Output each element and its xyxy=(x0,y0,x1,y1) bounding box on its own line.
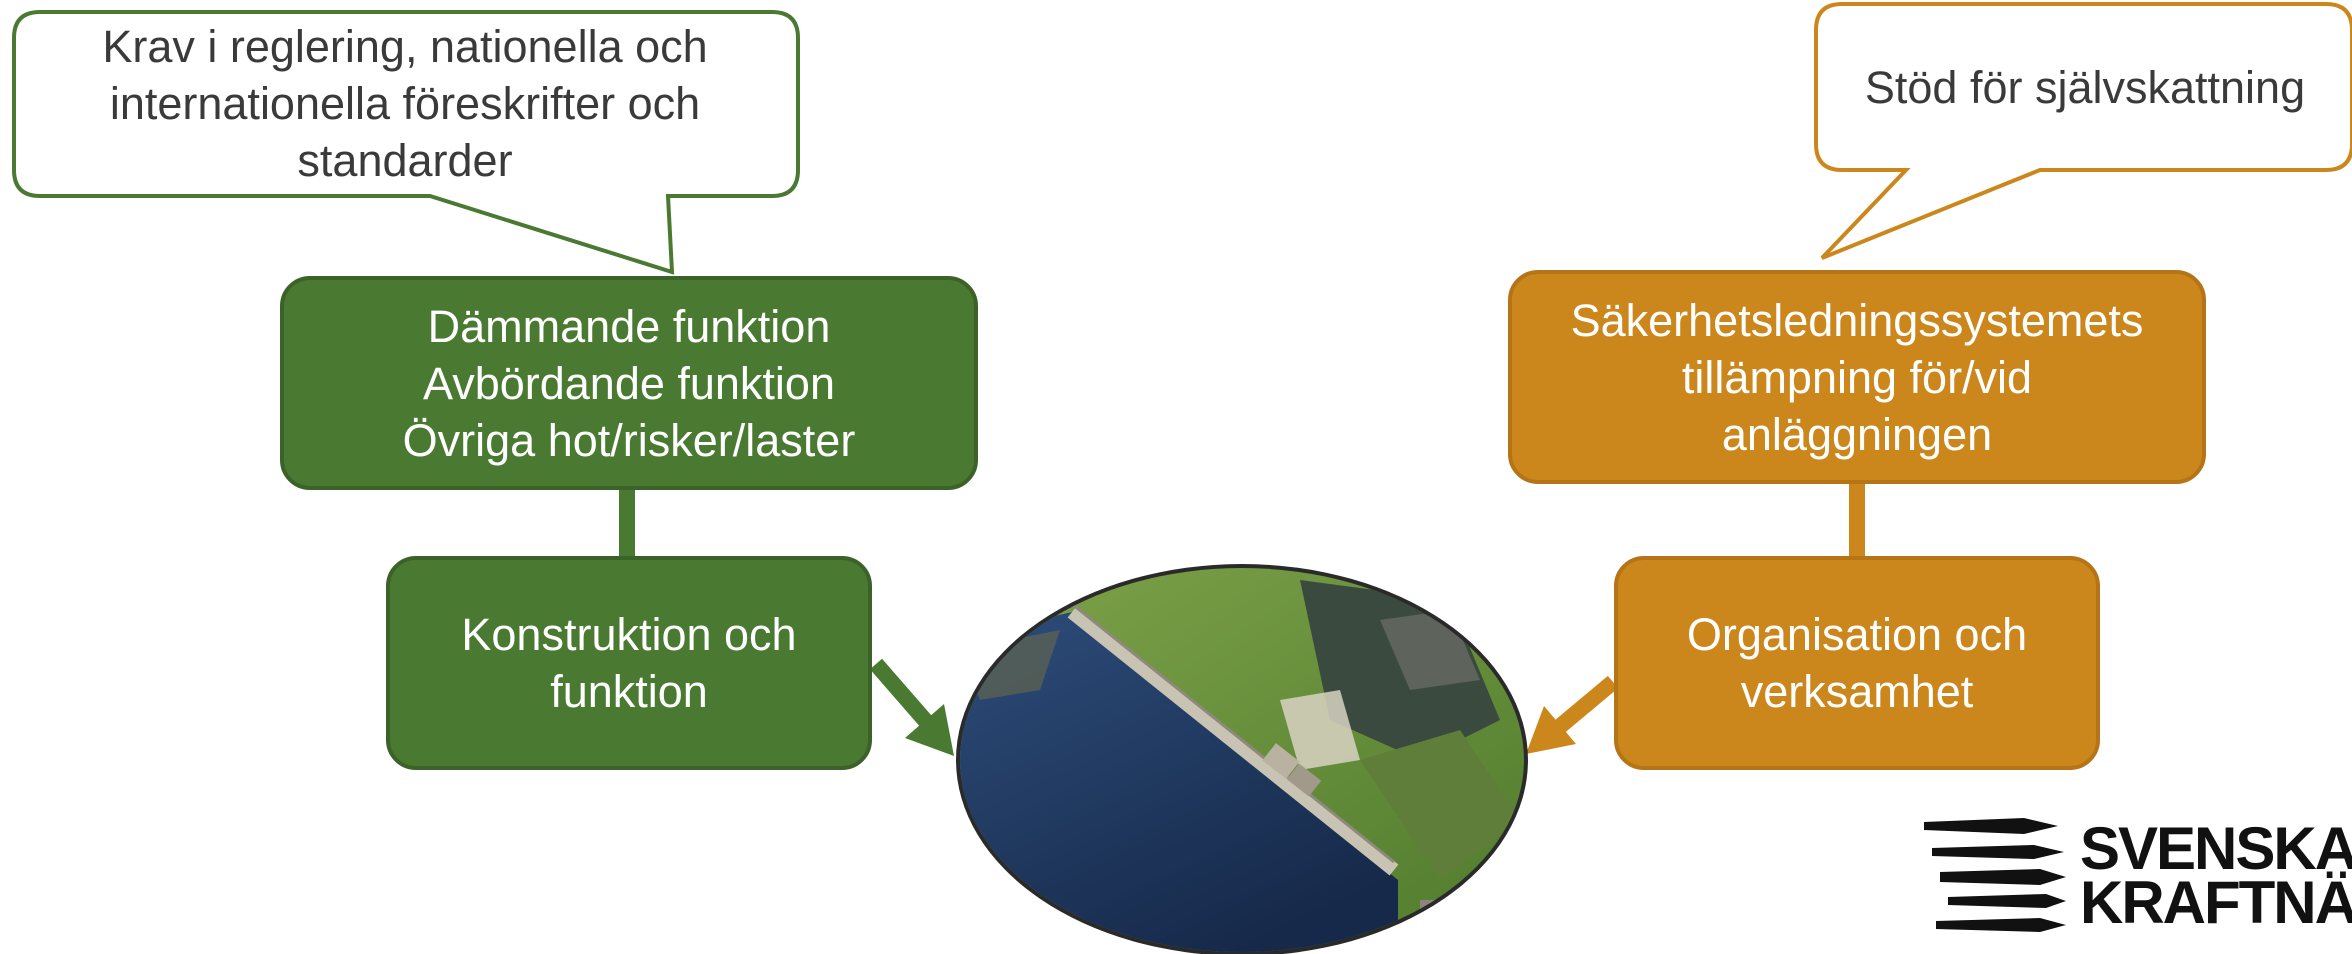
box-safety-management-line: tillämpning för/vid xyxy=(1681,351,2033,403)
svenska-kraftnat-logo-mark xyxy=(1924,818,2066,932)
connector-left xyxy=(619,486,635,558)
box-dam-functions: Dämmande funktion Avbördande funktion Öv… xyxy=(280,276,978,490)
box-organisation-line: verksamhet xyxy=(1740,666,1974,717)
callout-left-line: internationella föreskrifter och xyxy=(109,77,701,129)
box-construction-function-line: Konstruktion och xyxy=(461,609,797,660)
svenska-kraftnat-logo-text: SVENSKA KRAFTNÄT xyxy=(2080,815,2352,936)
box-safety-management: Säkerhetsledningssystemets tillämpning f… xyxy=(1508,270,2206,484)
callout-left-bubble xyxy=(12,10,800,275)
callout-left-line: standarder xyxy=(297,134,513,186)
logo-line: SVENSKA xyxy=(2080,815,2352,882)
arrow-right-to-dam xyxy=(1526,675,1619,754)
box-construction-function: Konstruktion och funktion xyxy=(386,556,872,770)
box-organisation: Organisation och verksamhet xyxy=(1614,556,2100,770)
connector-right xyxy=(1849,480,1865,558)
arrow-left-to-dam xyxy=(869,658,954,756)
box-safety-management-line: Säkerhetsledningssystemets xyxy=(1570,294,2144,346)
dam-aerial-photo xyxy=(956,564,1528,954)
callout-right-line: Stöd för självskattning xyxy=(1864,61,2306,113)
callout-right-bubble xyxy=(1814,2,2352,260)
box-organisation-line: Organisation och xyxy=(1686,609,2028,660)
box-construction-function-line: funktion xyxy=(550,666,708,717)
box-dam-functions-line: Övriga hot/risker/laster xyxy=(402,414,856,466)
callout-left-line: Krav i reglering, nationella och xyxy=(102,20,708,72)
logo-line: KRAFTNÄT xyxy=(2080,869,2352,936)
callout-right-text: Stöd för självskattning xyxy=(1830,6,2340,168)
box-dam-functions-line: Avbördande funktion xyxy=(423,357,835,409)
box-dam-functions-line: Dämmande funktion xyxy=(427,300,831,352)
callout-left-text: Krav i reglering, nationella och interna… xyxy=(30,14,780,192)
box-safety-management-line: anläggningen xyxy=(1721,408,1993,460)
